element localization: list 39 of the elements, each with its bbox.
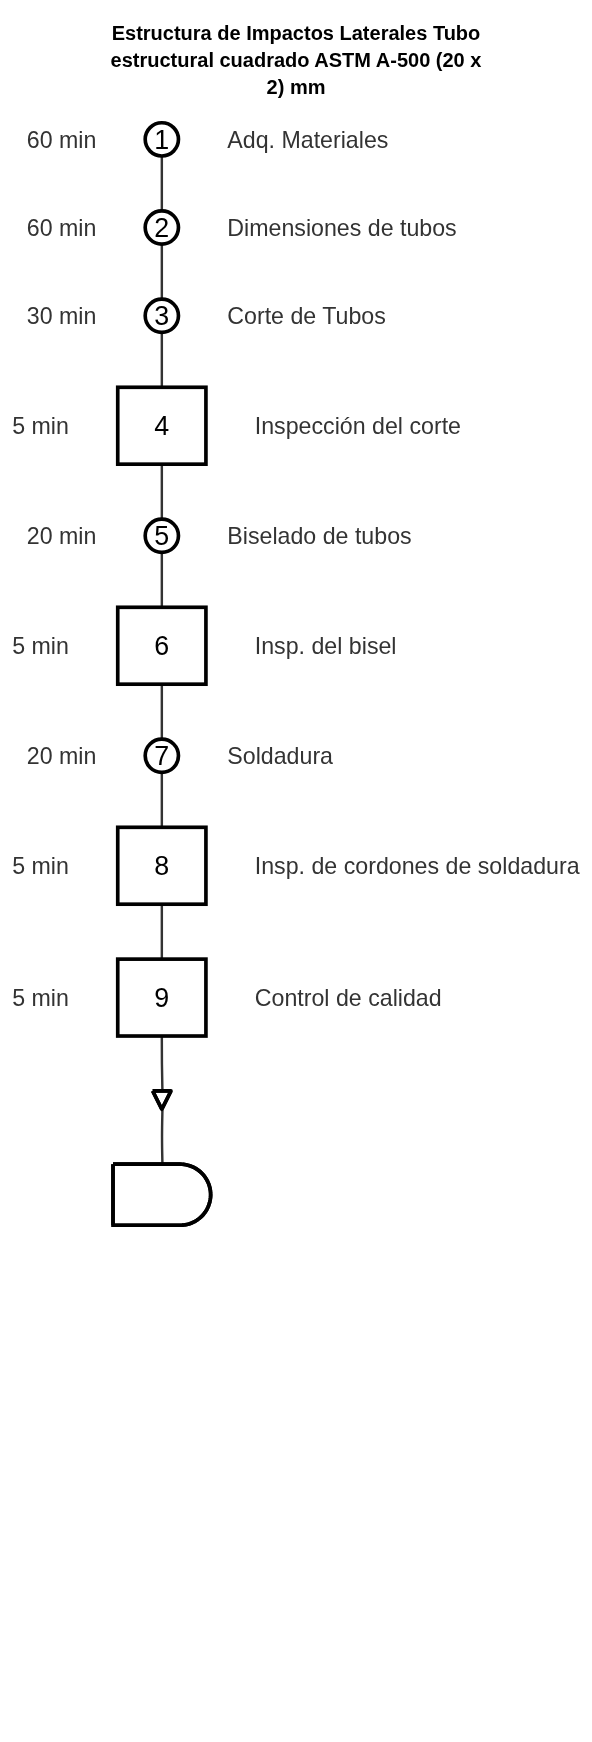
step-label: Inspección del corte [254,413,461,440]
connector-line [160,464,164,520]
step-label: Dimensiones de tubos [227,215,457,242]
connector-line [160,684,164,740]
duration-label: 5 min [12,413,69,440]
operation-circle: 3 [143,297,181,335]
duration-label: 60 min [26,215,97,242]
duration-label: 30 min [26,303,97,330]
operation-circle: 5 [143,517,181,555]
storage-triangle [150,1089,173,1112]
duration-label: 20 min [26,523,97,550]
diagram-title: Estructura de Impactos Laterales Tubo estructural cuadrado ASTM A-500 (20 x 2) mm [109,21,483,100]
step-label: Control de calidad [254,985,442,1012]
step-label: Insp. de cordones de soldadura [254,853,580,880]
step-label: Adq. Materiales [227,126,389,153]
duration-label: 5 min [12,853,69,880]
connector-line [160,552,164,608]
operation-circle: 7 [143,737,181,775]
step-label: Corte de Tubos [227,303,386,330]
connector-line [160,772,164,828]
connector-line [160,1109,164,1165]
inspection-box: 8 [115,825,208,907]
step-label: Insp. del bisel [254,633,397,660]
connector-line [160,244,164,300]
duration-label: 60 min [26,126,97,153]
connector-line [160,156,164,211]
duration-label: 20 min [26,743,97,770]
step-label: Biselado de tubos [227,523,412,550]
inspection-box: 6 [115,605,208,687]
inspection-box: 4 [115,385,208,466]
delay-symbol [111,1162,213,1228]
operation-circle: 2 [143,209,181,246]
duration-label: 5 min [12,985,69,1012]
duration-label: 5 min [12,633,69,660]
connector-line [160,904,164,960]
operation-circle: 1 [143,120,181,158]
connector-line [160,332,164,388]
step-label: Soldadura [227,743,333,770]
inspection-box: 9 [115,957,208,1038]
